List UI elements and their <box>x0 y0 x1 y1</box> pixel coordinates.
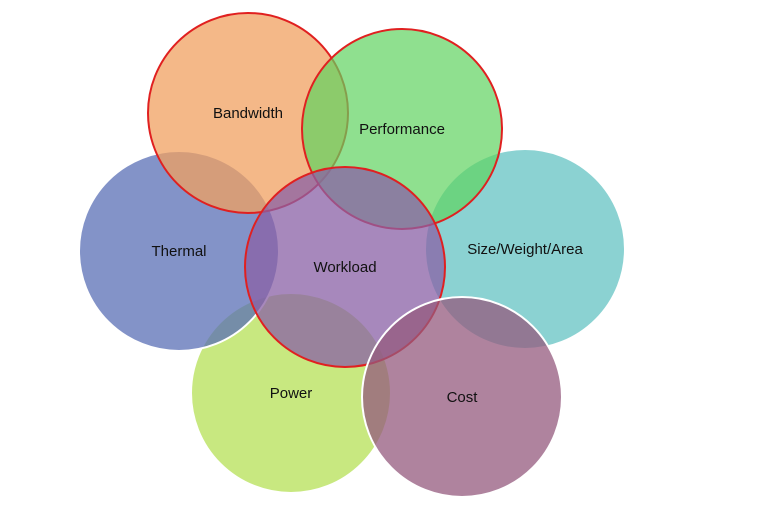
label-bandwidth: Bandwidth <box>213 105 283 122</box>
label-performance: Performance <box>359 121 445 138</box>
circle-cost <box>361 296 563 498</box>
label-thermal: Thermal <box>151 243 206 260</box>
circle-workload-group: Workload <box>244 166 446 368</box>
label-power: Power <box>270 385 313 402</box>
circle-cost-group: Cost <box>361 296 563 498</box>
circle-workload <box>244 166 446 368</box>
label-cost: Cost <box>447 389 479 406</box>
label-size-weight-area: Size/Weight/Area <box>467 241 583 258</box>
label-workload: Workload <box>313 259 376 276</box>
